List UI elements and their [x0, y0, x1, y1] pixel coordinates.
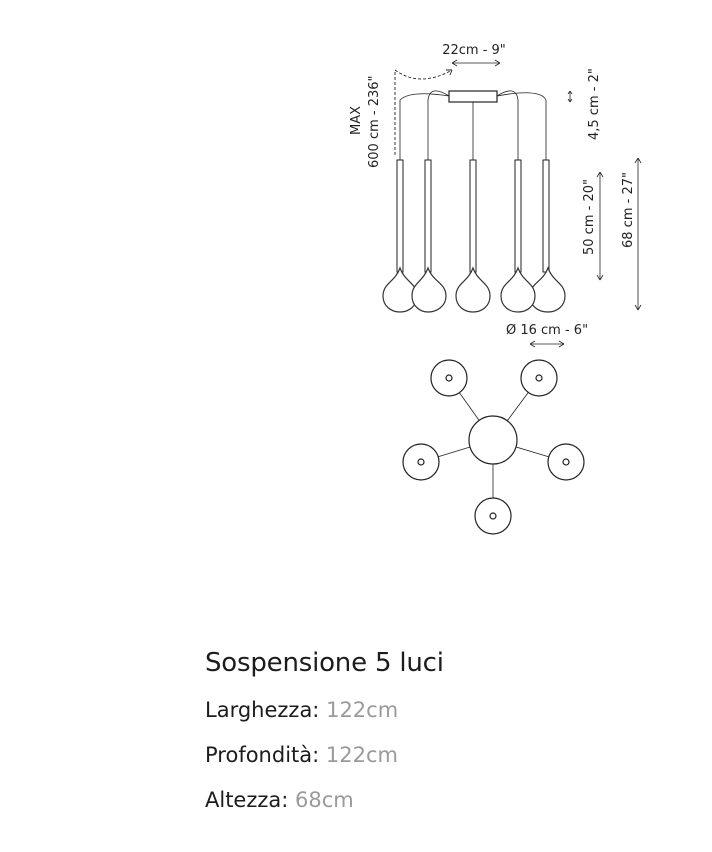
spec-label: Altezza: [205, 788, 289, 812]
glass-shades [382, 266, 566, 313]
max-value-label: 600 cm - 236" [367, 75, 382, 168]
canopy-height-dimension: 4,5 cm - 2" [567, 68, 602, 140]
rotation-arc [394, 69, 453, 80]
canopy-width-dimension: 22cm - 9" [442, 43, 506, 67]
diameter-label: Ø 16 cm - 6" [506, 323, 588, 338]
spec-label: Larghezza: [205, 698, 320, 722]
total-height-label: 68 cm - 27" [621, 172, 636, 248]
spec-label: Profondità: [205, 743, 320, 767]
spec-value: 68cm [295, 788, 354, 812]
top-canopy [468, 415, 518, 465]
spec-depth: Profondità: 122cm [205, 739, 685, 771]
top-view [402, 359, 585, 535]
total-height-dimension: 68 cm - 27" [621, 157, 642, 311]
spec-width: Larghezza: 122cm [205, 694, 685, 726]
product-specs: Sospensione 5 luci Larghezza: 122cm Prof… [205, 648, 685, 829]
lamp-dimension-diagram: 22cm - 9" MAX 600 cm - 236" 4,5 cm - 2" [349, 43, 642, 535]
canopy-height-label: 4,5 cm - 2" [587, 68, 602, 140]
product-title: Sospensione 5 luci [205, 648, 444, 678]
max-label: MAX [349, 106, 364, 135]
canopy [448, 90, 498, 103]
lamp-height-dimension: 50 cm - 20" [582, 171, 604, 281]
lamp-height-label: 50 cm - 20" [582, 179, 597, 255]
spec-value: 122cm [325, 743, 398, 767]
lamp-stems [396, 159, 550, 273]
max-length-dimension: MAX 600 cm - 236" [349, 72, 396, 168]
diameter-dimension: Ø 16 cm - 6" [506, 323, 588, 348]
spec-value: 122cm [326, 698, 399, 722]
spec-height: Altezza: 68cm [205, 784, 685, 816]
cables [399, 90, 547, 160]
canopy-width-label: 22cm - 9" [442, 43, 506, 58]
